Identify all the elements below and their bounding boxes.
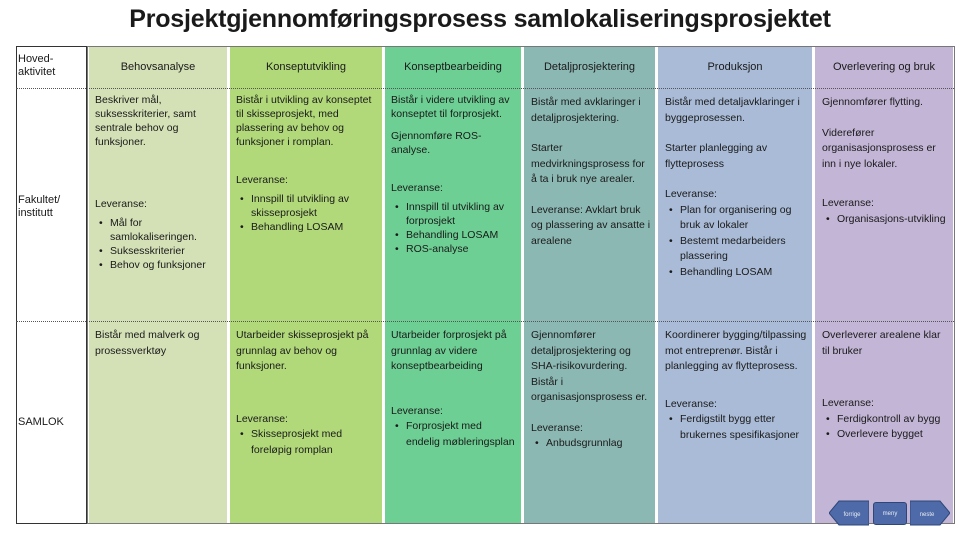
deliverables-list: Innspill til utvikling av skisseprosjekt… [236, 192, 378, 234]
nav-back-button[interactable]: forrige [829, 500, 869, 526]
list-item: Ferdigkontroll av bygg [826, 412, 948, 428]
grid-frame [87, 46, 955, 524]
deliverables-list: Innspill til utvikling av forprosjekt Be… [391, 200, 517, 256]
cell-samlok-konseptutvikling: Utarbeider skisseprosjekt på grunnlag av… [236, 328, 378, 458]
row-label-column [16, 46, 87, 524]
cell-fakultet-overlevering: Gjennomfører flytting. Viderefører organ… [822, 95, 948, 227]
list-item: Overlevere bygget [826, 427, 948, 443]
cell-text: Leveranse: [95, 198, 147, 210]
cell-text: Bistår med detaljavklaringer i byggepros… [665, 96, 800, 124]
cell-text: Gjennomføre ROS-analyse. [391, 130, 482, 156]
cell-text: Leveranse: [665, 188, 717, 200]
cell-text: Leveranse: [531, 421, 583, 434]
cell-text: Starter medvirkningsprosess for å ta i b… [531, 142, 645, 185]
cell-text: Overleverer arealene klar til bruker [822, 329, 941, 357]
row-separator [16, 321, 954, 322]
list-item: Behandling LOSAM [669, 265, 809, 281]
column-overlevering [814, 46, 954, 524]
cell-samlok-behovsanalyse: Bistår med malverk og prosessverktøy [95, 328, 223, 367]
cell-text: Leveranse: [391, 182, 443, 194]
column-behovsanalyse [88, 46, 228, 524]
deliverables-list: Organisasjons-utvikling [822, 212, 948, 228]
cell-samlok-produksjon: Koordinerer bygging/tilpassing mot entre… [665, 328, 809, 443]
page-title: Prosjektgjennomføringsprosess samlokalis… [129, 5, 831, 33]
cell-text: Bistår med malverk og prosessverktøy [95, 329, 200, 357]
cell-text: Leveranse: [665, 397, 717, 410]
cell-text: Starter planlegging av flytteprosess [665, 142, 768, 170]
deliverables-list: Mål for samlokaliseringen. Suksesskriter… [95, 216, 223, 272]
list-item: Bestemt medarbeiders plassering [669, 234, 809, 265]
header-detaljprosjektering: Detaljprosjektering [543, 61, 636, 73]
cell-text: Bistår i utvikling av konseptet til skis… [236, 94, 372, 148]
deliverables-list: Ferdigkontroll av bygg Overlevere bygget [822, 412, 948, 443]
list-item: Anbudsgrunnlag [535, 436, 652, 452]
cell-text: Bistår i videre utvikling av konseptet t… [391, 94, 510, 120]
cell-text: Gjennomfører flytting. [822, 96, 923, 108]
header-produksjon: Produksjon [707, 61, 763, 73]
cell-fakultet-detaljprosjektering: Bistår med avklaringer i detaljprosjekte… [531, 95, 652, 257]
list-item: Ferdigstilt bygg etter brukernes spesifi… [669, 412, 809, 443]
list-item: Behandling LOSAM [395, 228, 517, 242]
cell-fakultet-behovsanalyse: Beskriver mål, suksesskriterier, samt se… [95, 93, 223, 272]
cell-text: Bistår med avklaringer i detaljprosjekte… [531, 96, 641, 124]
cell-samlok-konseptbearbeiding: Utarbeider forprosjekt på grunnlag av vi… [391, 328, 517, 450]
cell-text: Leveranse: [822, 397, 874, 409]
list-item: Behov og funksjoner [99, 258, 223, 272]
nav-forward-button[interactable]: neste [910, 500, 950, 526]
header-behovsanalyse: Behovsanalyse [120, 61, 196, 73]
deliverables-list: Anbudsgrunnlag [531, 436, 652, 452]
row-label-samlok: SAMLOK [18, 416, 64, 428]
list-item: Organisasjons-utvikling [826, 212, 948, 228]
cell-text: Leveranse: [236, 412, 288, 425]
cell-fakultet-konseptbearbeiding: Bistår i videre utvikling av konseptet t… [391, 93, 517, 256]
list-item: Plan for organisering og bruk av lokaler [669, 203, 809, 234]
list-item: Innspill til utvikling av forprosjekt [395, 200, 517, 228]
header-overlevering: Overlevering og bruk [832, 61, 936, 73]
header-konseptutvikling: Konseptutvikling [265, 61, 347, 73]
cell-text: Beskriver mål, suksesskriterier, samt se… [95, 94, 196, 148]
list-item: ROS-analyse [395, 242, 517, 256]
list-item: Mål for samlokaliseringen. [99, 216, 223, 244]
cell-samlok-detaljprosjektering: Gjennomfører detaljprosjektering og SHA-… [531, 328, 652, 452]
nav-menu-button[interactable]: meny [873, 502, 907, 525]
cell-text: Leveranse: [391, 404, 443, 417]
cell-samlok-overlevering: Overleverer arealene klar til bruker Lev… [822, 328, 948, 443]
deliverables-list: Skisseprosjekt med foreløpig romplan [236, 427, 378, 458]
header-separator [16, 88, 954, 89]
nav-forward-label: neste [920, 512, 935, 518]
list-item: Behandling LOSAM [240, 220, 378, 234]
cell-text: Koordinerer bygging/tilpassing mot entre… [665, 329, 807, 372]
cell-text: Utarbeider skisseprosjekt på grunnlag av… [236, 329, 369, 372]
deliverables-list: Plan for organisering og bruk av lokaler… [665, 203, 809, 281]
deliverables-list: Ferdigstilt bygg etter brukernes spesifi… [665, 412, 809, 443]
list-item: Skisseprosjekt med foreløpig romplan [240, 427, 378, 458]
cell-text: Leveranse: [236, 174, 288, 186]
row-label-fakultet: Fakultet/ institutt [18, 194, 61, 219]
cell-fakultet-konseptutvikling: Bistår i utvikling av konseptet til skis… [236, 93, 378, 234]
row-header-label: Hoved-aktivitet [18, 53, 56, 78]
list-item: Suksesskriterier [99, 244, 223, 258]
deliverables-list: Forprosjekt med endelig møbleringsplan [391, 419, 517, 450]
column-produksjon [657, 46, 813, 524]
nav-back-label: forrige [843, 512, 861, 518]
cell-fakultet-produksjon: Bistår med detaljavklaringer i byggepros… [665, 95, 809, 280]
cell-text: Gjennomfører detaljprosjektering og SHA-… [531, 329, 648, 403]
cell-text: Viderefører organisasjonsprosess er inn … [822, 126, 936, 170]
list-item: Forprosjekt med endelig møbleringsplan [395, 419, 517, 450]
cell-text: Utarbeider forprosjekt på grunnlag av vi… [391, 329, 507, 372]
header-konseptbearbeiding: Konseptbearbeiding [404, 61, 502, 73]
cell-text: Leveranse: [822, 197, 874, 209]
list-item: Innspill til utvikling av skisseprosjekt [240, 192, 378, 220]
cell-text: Leveranse: Avklart bruk og plassering av… [531, 203, 651, 247]
